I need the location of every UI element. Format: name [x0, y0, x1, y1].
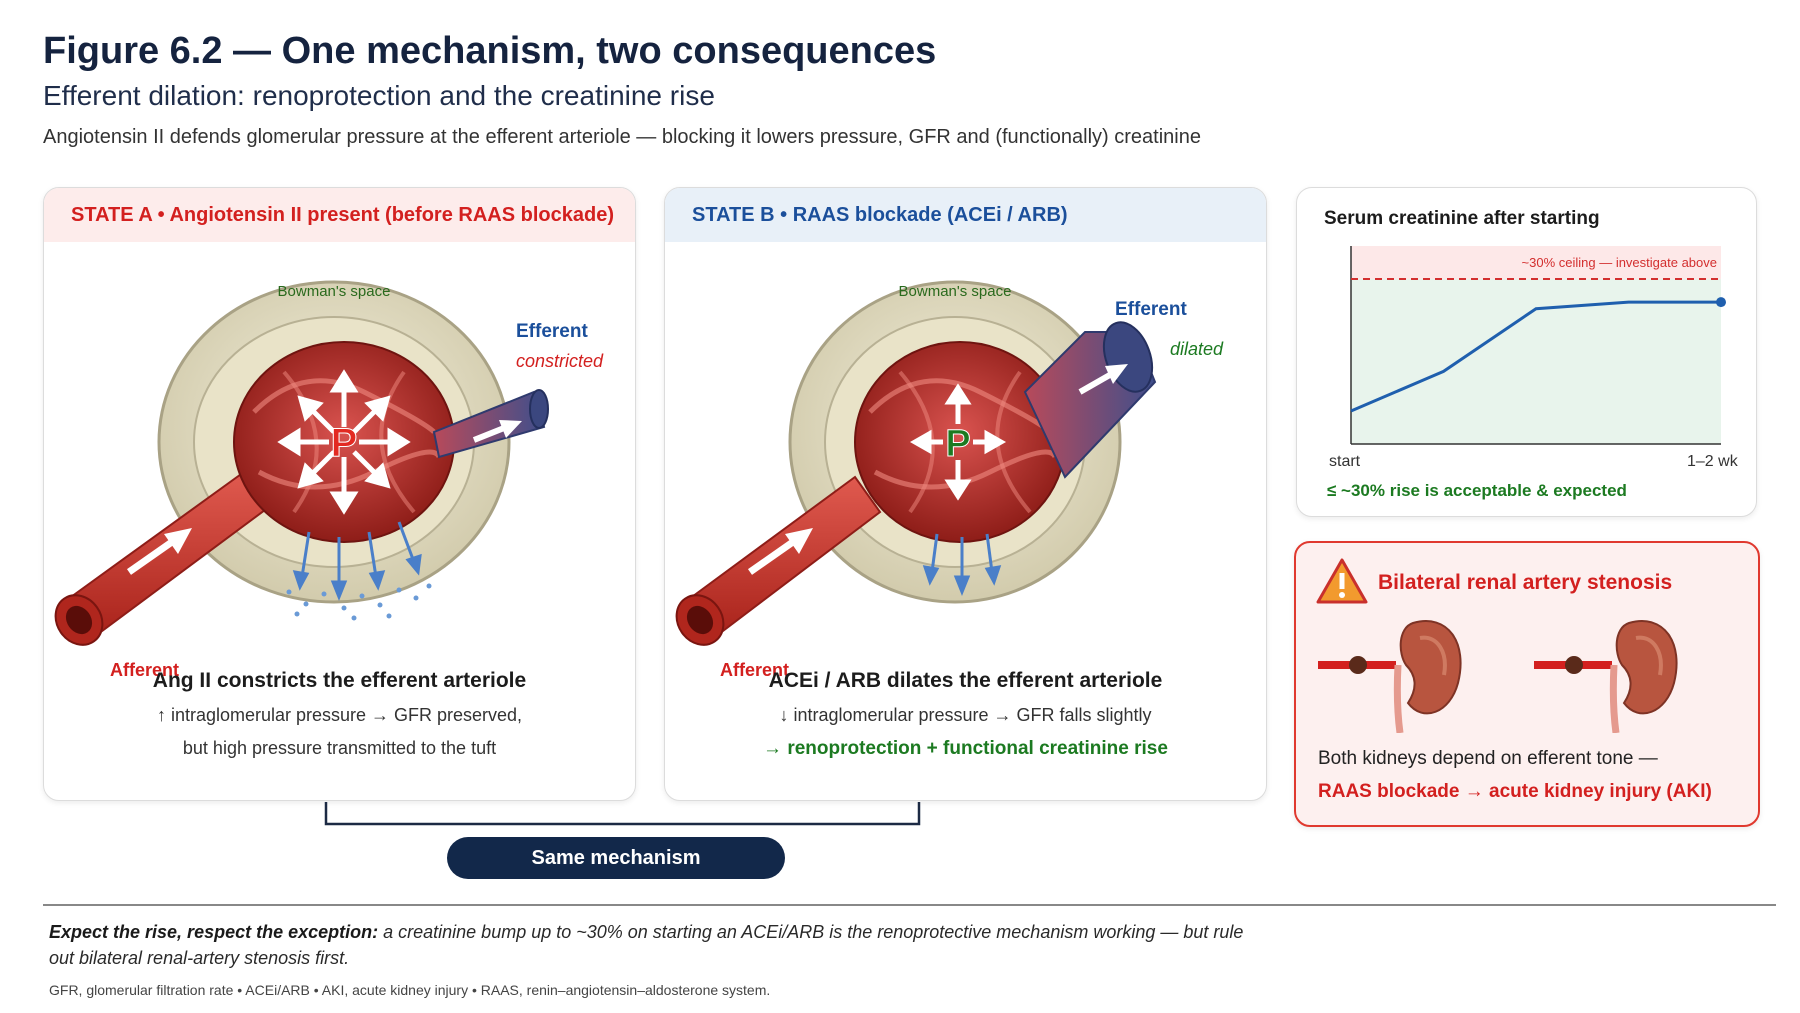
state-b-header: STATE B • RAAS blockade (ACEi / ARB) — [665, 188, 1266, 242]
footer-takeaway: Expect the rise, respect the exception: … — [49, 919, 1249, 971]
creatinine-panel: Serum creatinine after starting ~30% cei… — [1296, 187, 1757, 517]
state-b-panel: STATE B • RAAS blockade (ACEi / ARB) — [664, 187, 1267, 801]
chart-band-above — [1351, 246, 1721, 279]
state-a-caption-line1: ↑ intraglomerular pressure → GFR preserv… — [156, 705, 523, 725]
state-a-glomerulus-illustration: P Bowman's space Efferent constricted Af… — [54, 280, 604, 680]
state-a-efferent-state: constricted — [516, 351, 604, 371]
state-b-caption-line1: ↓ intraglomerular pressure → GFR falls s… — [779, 705, 1152, 725]
figure-title: Figure 6.2 — One mechanism, two conseque… — [43, 30, 937, 72]
chart-band-below — [1351, 279, 1721, 444]
state-b-efferent-state: dilated — [1170, 339, 1224, 359]
ras-title: Bilateral renal artery stenosis — [1378, 571, 1673, 594]
figure-description: Angiotensin II defends glomerular pressu… — [43, 126, 1201, 148]
creatinine-chart: ~30% ceiling — investigate above — [1350, 246, 1726, 445]
creatinine-note: ≤ ~30% rise is acceptable & expected — [1327, 481, 1627, 500]
state-b-glomerulus-illustration: P Bowman's space Efferent dilated Affere… — [675, 280, 1224, 680]
state-a-panel: STATE A • Angiotensin II present (before… — [43, 187, 636, 801]
state-a-afferent-label: Afferent — [110, 660, 179, 680]
ras-warning-panel: Bilateral renal artery stenosis Both kid… — [1294, 541, 1760, 827]
creatinine-panel-title: Serum creatinine after starting — [1324, 208, 1600, 229]
state-a-bowman-label: Bowman's space — [278, 283, 391, 300]
state-a-efferent-label: Efferent — [516, 321, 588, 342]
state-b-bowman-label: Bowman's space — [899, 283, 1012, 300]
state-b-caption-line2: → renoprotection + functional creatinine… — [763, 738, 1168, 759]
creatinine-series-line — [1350, 300, 1721, 413]
figure-subtitle: Efferent dilation: renoprotection and th… — [43, 80, 715, 111]
state-a-pressure-symbol: P — [331, 421, 358, 465]
ras-line2: RAAS blockade → acute kidney injury (AKI… — [1318, 781, 1712, 802]
warning-icon — [1316, 558, 1368, 604]
state-a-caption-line2: but high pressure transmitted to the tuf… — [182, 738, 497, 758]
footer-abbreviations: GFR, glomerular filtration rate • ACEi/A… — [49, 982, 771, 998]
threshold-label: ~30% ceiling — investigate above — [1522, 255, 1717, 270]
takeaway-rest: a creatinine bump up to ~30% on starting… — [49, 922, 1244, 968]
creatinine-end-point — [1716, 297, 1726, 308]
kidney-left-icon — [1318, 620, 1462, 733]
same-mechanism-label: Same mechanism — [447, 837, 785, 879]
x-tick-end: 1–2 wk — [1687, 453, 1738, 470]
kidney-right-icon — [1534, 620, 1678, 733]
state-b-efferent-label: Efferent — [1115, 299, 1187, 320]
state-a-caption-title: Ang II constricts the efferent arteriole — [152, 669, 527, 692]
ras-line1: Both kidneys depend on efferent tone — — [1318, 748, 1658, 769]
state-b-pressure-symbol: P — [945, 423, 970, 465]
state-b-afferent-label: Afferent — [720, 660, 789, 680]
x-tick-start: start — [1329, 453, 1361, 470]
footer-divider — [43, 904, 1776, 906]
takeaway-bold: Expect the rise, respect the exception: — [49, 922, 379, 942]
same-mechanism-bracket — [324, 802, 921, 826]
state-a-header: STATE A • Angiotensin II present (before… — [44, 188, 635, 242]
state-b-caption-title: ACEi / ARB dilates the efferent arteriol… — [768, 669, 1163, 692]
